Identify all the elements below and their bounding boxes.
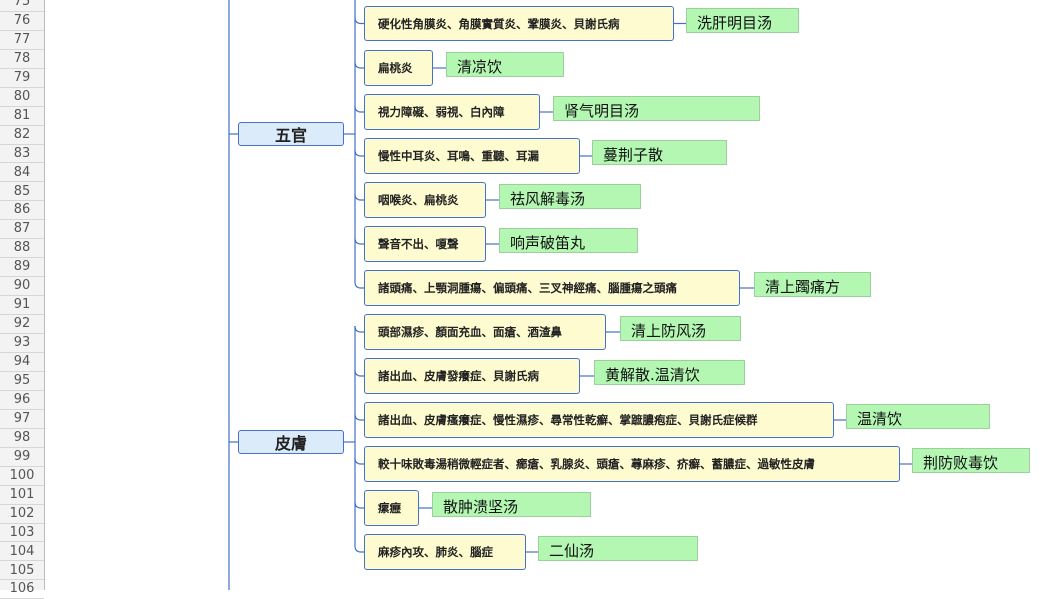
group-trunk xyxy=(354,0,364,289)
condition-node: 麻疹內攻、肺炎、腦症 xyxy=(364,534,526,570)
row-number: 88 xyxy=(0,239,44,259)
row-number: 77 xyxy=(0,31,44,50)
formula-cell: 祛风解毒汤 xyxy=(499,184,641,209)
row-number: 86 xyxy=(0,201,44,221)
row-number: 102 xyxy=(0,505,44,524)
condition-node: 諸頭痛、上顎洞腫瘍、偏頭痛、三叉神經痛、腦腫瘍之頭痛 xyxy=(364,270,740,306)
condition-node: 慢性中耳炎、耳鳴、重聽、耳漏 xyxy=(364,138,580,174)
formula-cell: 响声破笛丸 xyxy=(499,228,638,253)
row-number: 81 xyxy=(0,107,44,126)
row-number: 84 xyxy=(0,164,44,183)
formula-cell: 散肿溃坚汤 xyxy=(432,492,591,517)
group-trunk xyxy=(354,326,364,553)
item-branch xyxy=(354,193,364,201)
condition-node: 視力障礙、弱視、白內障 xyxy=(364,94,540,130)
formula-cell: 黄解散.温清饮 xyxy=(594,360,745,385)
formula-cell: 温清饮 xyxy=(846,404,990,429)
row-number: 98 xyxy=(0,429,44,448)
row-number: 89 xyxy=(0,258,44,278)
formula-cell: 荆防败毒饮 xyxy=(912,448,1030,473)
row-number: 96 xyxy=(0,391,44,410)
item-branch xyxy=(354,61,364,69)
row-number: 79 xyxy=(0,69,44,88)
row-number: 92 xyxy=(0,315,44,335)
condition-node: 扁桃炎 xyxy=(364,50,433,86)
formula-cell: 肾气明目汤 xyxy=(553,96,760,121)
condition-node: 聲音不出、嗄聲 xyxy=(364,226,486,262)
row-number: 85 xyxy=(0,183,44,202)
condition-node: 較十味敗毒湯稍微輕症者、癤瘡、乳腺炎、頭瘡、蕁麻疹、疥癬、蓄膿症、過敏性皮膚 xyxy=(364,446,900,482)
condition-node: 咽喉炎、扁桃炎 xyxy=(364,182,486,218)
row-number: 76 xyxy=(0,12,44,31)
row-number: 78 xyxy=(0,50,44,69)
item-branch xyxy=(354,149,364,157)
row-number: 100 xyxy=(0,467,44,486)
condition-node: 瘰癧 xyxy=(364,490,419,526)
condition-node: 硬化性角膜炎、角膜實質炎、鞏膜炎、貝謝氏病 xyxy=(364,6,674,41)
row-number: 99 xyxy=(0,448,44,467)
row-number: 90 xyxy=(0,277,44,297)
item-branch xyxy=(354,413,364,421)
row-number: 104 xyxy=(0,543,44,562)
formula-cell: 二仙汤 xyxy=(538,536,698,561)
row-number: 95 xyxy=(0,372,44,391)
row-number: 103 xyxy=(0,524,44,543)
condition-node: 諸出血、皮膚瘙癢症、慢性濕疹、尋常性乾癬、掌蹠膿疱症、貝謝氏症候群 xyxy=(364,402,834,438)
item-branch xyxy=(354,369,364,377)
category-node: 皮膚 xyxy=(238,430,344,454)
row-number: 82 xyxy=(0,126,44,145)
row-number: 94 xyxy=(0,353,44,372)
item-branch xyxy=(354,457,364,465)
item-branch xyxy=(354,17,364,25)
item-branch xyxy=(354,105,364,113)
formula-cell: 清凉饮 xyxy=(446,52,564,77)
row-number: 75 xyxy=(0,0,44,12)
row-number: 93 xyxy=(0,334,44,353)
formula-cell: 洗肝明目汤 xyxy=(686,8,799,33)
row-number: 80 xyxy=(0,88,44,107)
row-number: 87 xyxy=(0,220,44,240)
item-branch xyxy=(354,237,364,245)
row-number: 101 xyxy=(0,486,44,505)
formula-cell: 蔓荆子散 xyxy=(592,140,727,165)
item-branch xyxy=(354,325,364,333)
row-number: 83 xyxy=(0,145,44,164)
row-number: 91 xyxy=(0,296,44,316)
category-node: 五官 xyxy=(238,122,344,146)
row-number: 105 xyxy=(0,562,44,581)
row-number: 97 xyxy=(0,410,44,429)
formula-cell: 清上躅痛方 xyxy=(754,272,871,297)
formula-cell: 清上防风汤 xyxy=(620,316,741,341)
condition-node: 諸出血、皮膚發癢症、貝謝氏病 xyxy=(364,358,580,394)
condition-node: 頭部濕疹、顏面充血、面瘡、酒渣鼻 xyxy=(364,314,606,350)
item-branch xyxy=(354,501,364,509)
